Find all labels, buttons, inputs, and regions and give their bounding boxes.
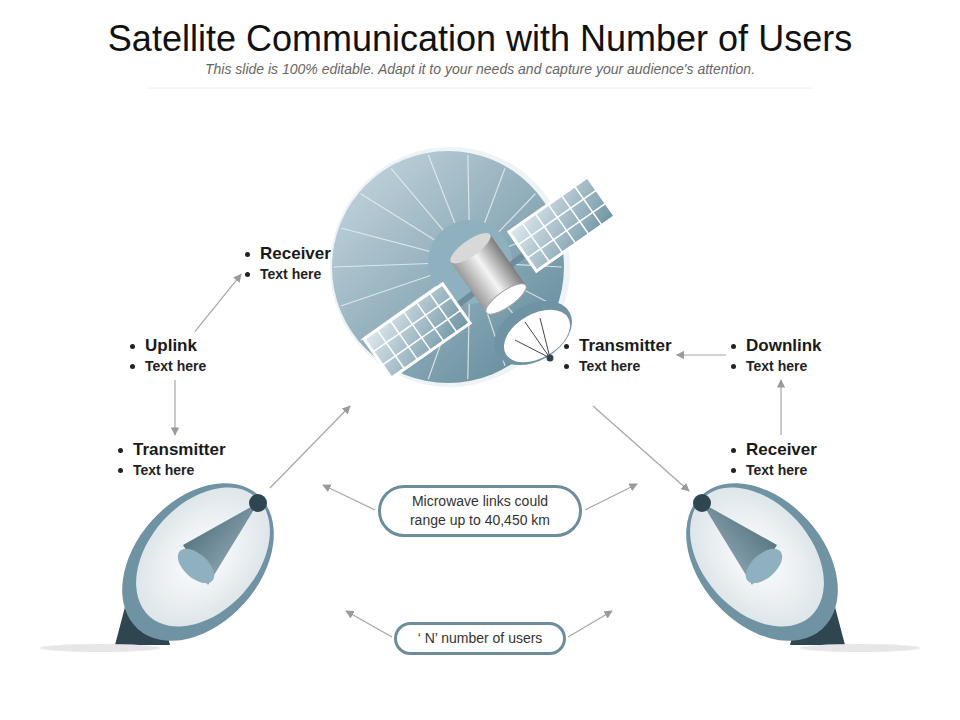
bullet-label: ReceiverText here <box>243 242 333 285</box>
solar-panel <box>527 203 606 258</box>
bullet-row: Text here <box>731 357 822 376</box>
node-body: Text here <box>579 357 640 376</box>
bullet-row: Text here <box>118 461 226 480</box>
slide-title: Satellite Communication with Number of U… <box>0 18 960 60</box>
bullet-row: Receiver <box>731 439 817 461</box>
callout-text: ‘ N’ number of users <box>411 629 549 648</box>
node-body: Text here <box>746 461 807 480</box>
satellite-body <box>446 228 494 269</box>
bullet-row: Receiver <box>245 243 331 265</box>
leader-lines <box>323 485 375 510</box>
satellite-antenna <box>540 318 550 358</box>
flow-arrow <box>195 274 241 331</box>
solar-panel <box>364 284 470 378</box>
solar-panel <box>382 310 461 365</box>
bullet-dot <box>731 468 736 473</box>
bullet-row: Downlink <box>731 335 822 357</box>
bullet-dot <box>130 364 135 369</box>
leader-lines <box>593 406 689 491</box>
bullet-row: Transmitter <box>564 335 672 357</box>
satellite-antenna <box>525 322 550 358</box>
satellite-antenna <box>495 299 579 373</box>
bullet-label: TransmitterText here <box>562 334 674 377</box>
solar-panel <box>429 293 457 332</box>
node-body: Text here <box>260 265 321 284</box>
flow-arrow <box>677 354 726 355</box>
solar-panel <box>509 177 615 271</box>
bullet-dot <box>564 364 569 369</box>
leader-lines <box>270 406 350 488</box>
bullet-dot <box>731 344 736 349</box>
node-heading: Receiver <box>260 243 331 265</box>
flow-arrow <box>174 380 175 435</box>
satellite-antenna <box>483 288 584 378</box>
title-rule <box>148 88 812 89</box>
callout-box: ‘ N’ number of users <box>394 622 566 655</box>
leader-lines <box>585 484 637 510</box>
bullet-dot <box>130 344 135 349</box>
satellite <box>330 147 615 387</box>
solar-panel <box>509 177 615 271</box>
subtitle: This slide is 100% editable. Adapt it to… <box>0 61 960 77</box>
satellite-antenna <box>483 288 584 378</box>
node-heading: Receiver <box>746 439 817 461</box>
bullet-label: TransmitterText here <box>116 438 228 481</box>
bullet-row: Transmitter <box>118 439 226 461</box>
bullet-row: Text here <box>564 357 672 376</box>
bullet-row: Text here <box>130 357 206 376</box>
leader-lines <box>568 611 612 637</box>
node-heading: Downlink <box>746 335 822 357</box>
node-heading: Uplink <box>145 335 197 357</box>
leader-lines <box>270 406 689 637</box>
bullet-row: Text here <box>731 461 817 480</box>
satellite-antenna <box>515 340 550 358</box>
leader-lines <box>346 611 392 637</box>
bullet-dot <box>118 468 123 473</box>
satellite-body <box>446 228 530 319</box>
node-body: Text here <box>746 357 807 376</box>
bullet-dot <box>731 448 736 453</box>
bullet-dot <box>118 448 123 453</box>
flow-arrow <box>780 380 781 435</box>
ground-dish-right <box>656 454 920 671</box>
callout-text: Microwave links could range up to 40,450… <box>395 492 565 530</box>
bullet-dot <box>245 252 250 257</box>
bullet-label: DownlinkText here <box>729 334 824 377</box>
bullet-dot <box>731 364 736 369</box>
bullet-label: ReceiverText here <box>729 438 819 481</box>
bullet-dot <box>245 272 250 277</box>
solar-panel <box>364 284 470 378</box>
node-body: Text here <box>145 357 206 376</box>
bullet-dot <box>564 344 569 349</box>
node-body: Text here <box>133 461 194 480</box>
solar-panel <box>574 186 602 225</box>
bullet-row: Uplink <box>130 335 206 357</box>
node-heading: Transmitter <box>133 439 226 461</box>
satellite-antenna <box>547 355 554 362</box>
solar-panel <box>509 177 615 271</box>
node-heading: Transmitter <box>579 335 672 357</box>
ground-dish-left <box>40 454 304 671</box>
solar-panel <box>364 284 470 378</box>
callout-box: Microwave links could range up to 40,450… <box>378 485 582 537</box>
bullet-label: UplinkText here <box>128 334 208 377</box>
bullet-row: Text here <box>245 265 331 284</box>
